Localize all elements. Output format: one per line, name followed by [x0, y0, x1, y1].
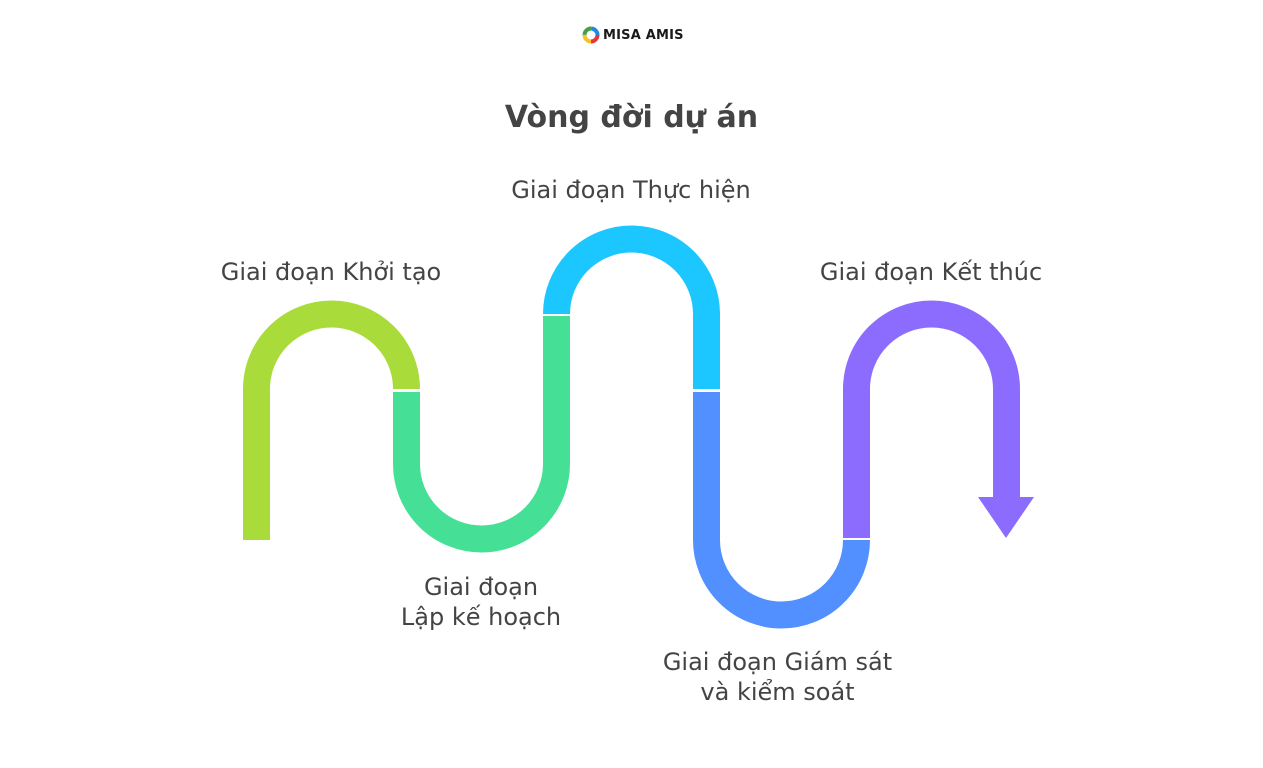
stage-label-line: Lập kế hoạch	[400, 603, 562, 631]
arrow-down-icon	[978, 497, 1034, 538]
stage-label-execution: Giai đoạn Thực hiện	[480, 175, 782, 205]
stage-label-monitoring: Giai đoạn Giám sát và kiểm soát	[630, 647, 925, 707]
stage-label-line: Giai đoạn Giám sát	[662, 648, 893, 676]
stage-4-path	[693, 392, 870, 629]
logo-text: MISA AMIS	[603, 27, 684, 43]
stage-label-planning: Giai đoạn Lập kế hoạch	[350, 572, 612, 632]
stage-label-line: Giai đoạn Thực hiện	[511, 176, 751, 204]
stage-3-path	[543, 225, 720, 389]
diagram-title: Vòng đời dự án	[504, 100, 759, 135]
stage-label-initiation: Giai đoạn Khởi tạo	[190, 257, 472, 287]
stage-label-closing: Giai đoạn Kết thúc	[786, 257, 1076, 287]
brand-logo: MISA AMIS	[582, 24, 684, 46]
stage-label-line: và kiểm soát	[700, 678, 855, 706]
stage-2-path	[393, 316, 570, 553]
stage-label-line: Giai đoạn Kết thúc	[819, 258, 1043, 286]
stage-5-path	[843, 300, 1020, 538]
stage-1-path	[243, 300, 420, 540]
stage-label-line: Giai đoạn	[423, 573, 539, 601]
misa-ring-logo-icon	[582, 26, 600, 44]
stage-label-line: Giai đoạn Khởi tạo	[220, 258, 442, 286]
